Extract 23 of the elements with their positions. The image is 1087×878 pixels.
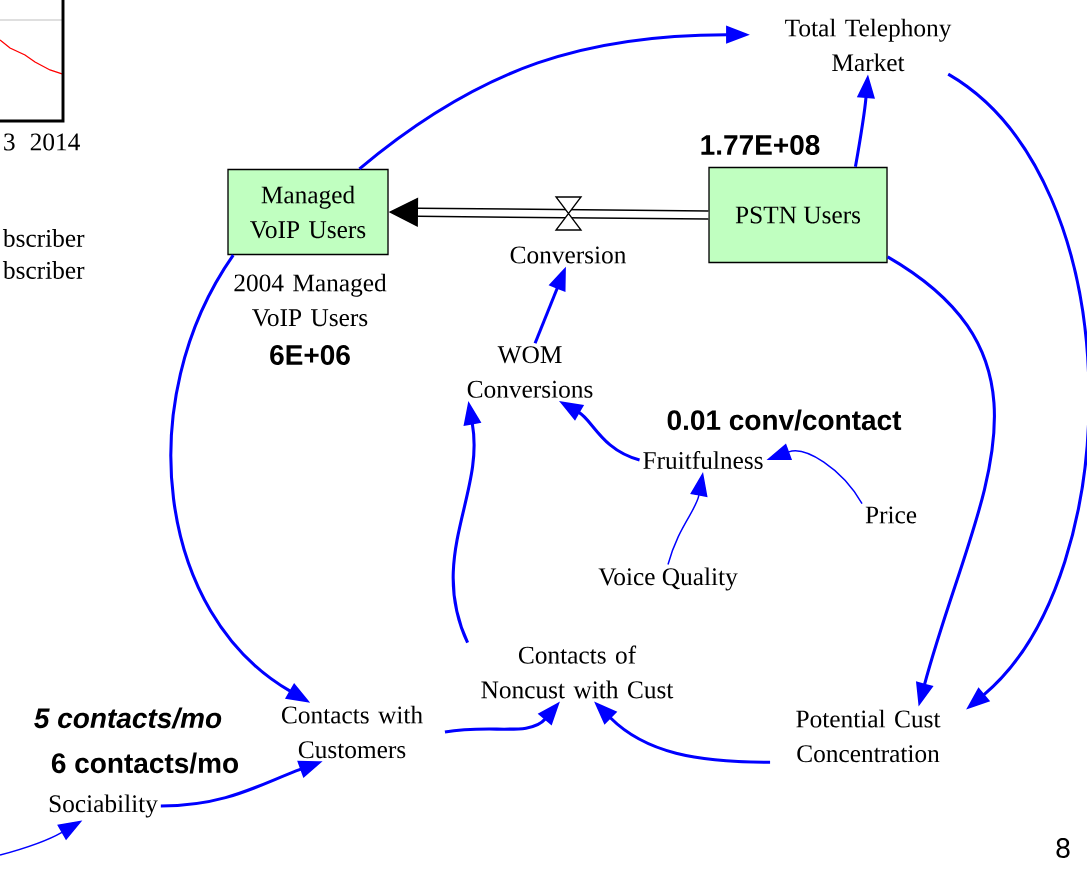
- variable-label: Contacts with Customers: [282, 705, 423, 759]
- stock-box: PSTN Users: [708, 166, 888, 264]
- value-label: 0.01 conv/contact: [667, 409, 902, 431]
- value-label: 6 contacts/mo: [51, 752, 238, 774]
- axis-tick-label: 2014: [30, 133, 80, 151]
- value-label: 6E+06: [270, 345, 350, 365]
- variable-label: Voice Quality: [598, 567, 738, 591]
- axis-tick-label: 3: [4, 133, 15, 151]
- value-label: 5 contacts/mo: [34, 707, 222, 729]
- legend-text: bscriber: [2, 261, 85, 279]
- variable-label: Price: [865, 506, 917, 524]
- value-label: 1.77E+08: [701, 135, 820, 155]
- page-number: 8: [1056, 838, 1070, 858]
- stock-box: Managed VoIP Users: [227, 168, 389, 256]
- variable-label: Fruitfulness: [643, 450, 763, 470]
- variable-label: WOM Conversions: [467, 346, 593, 398]
- variable-label: Contacts of Noncust with Cust: [481, 645, 674, 699]
- variable-label: Sociability: [49, 794, 158, 818]
- legend-text: bscriber: [2, 229, 85, 247]
- variable-label: Total Telephony Market: [785, 18, 952, 72]
- variable-label: Conversion: [510, 246, 627, 264]
- variable-label: Potential Cust Concentration: [796, 709, 941, 763]
- variable-label: 2004 Managed VoIP Users: [234, 273, 387, 327]
